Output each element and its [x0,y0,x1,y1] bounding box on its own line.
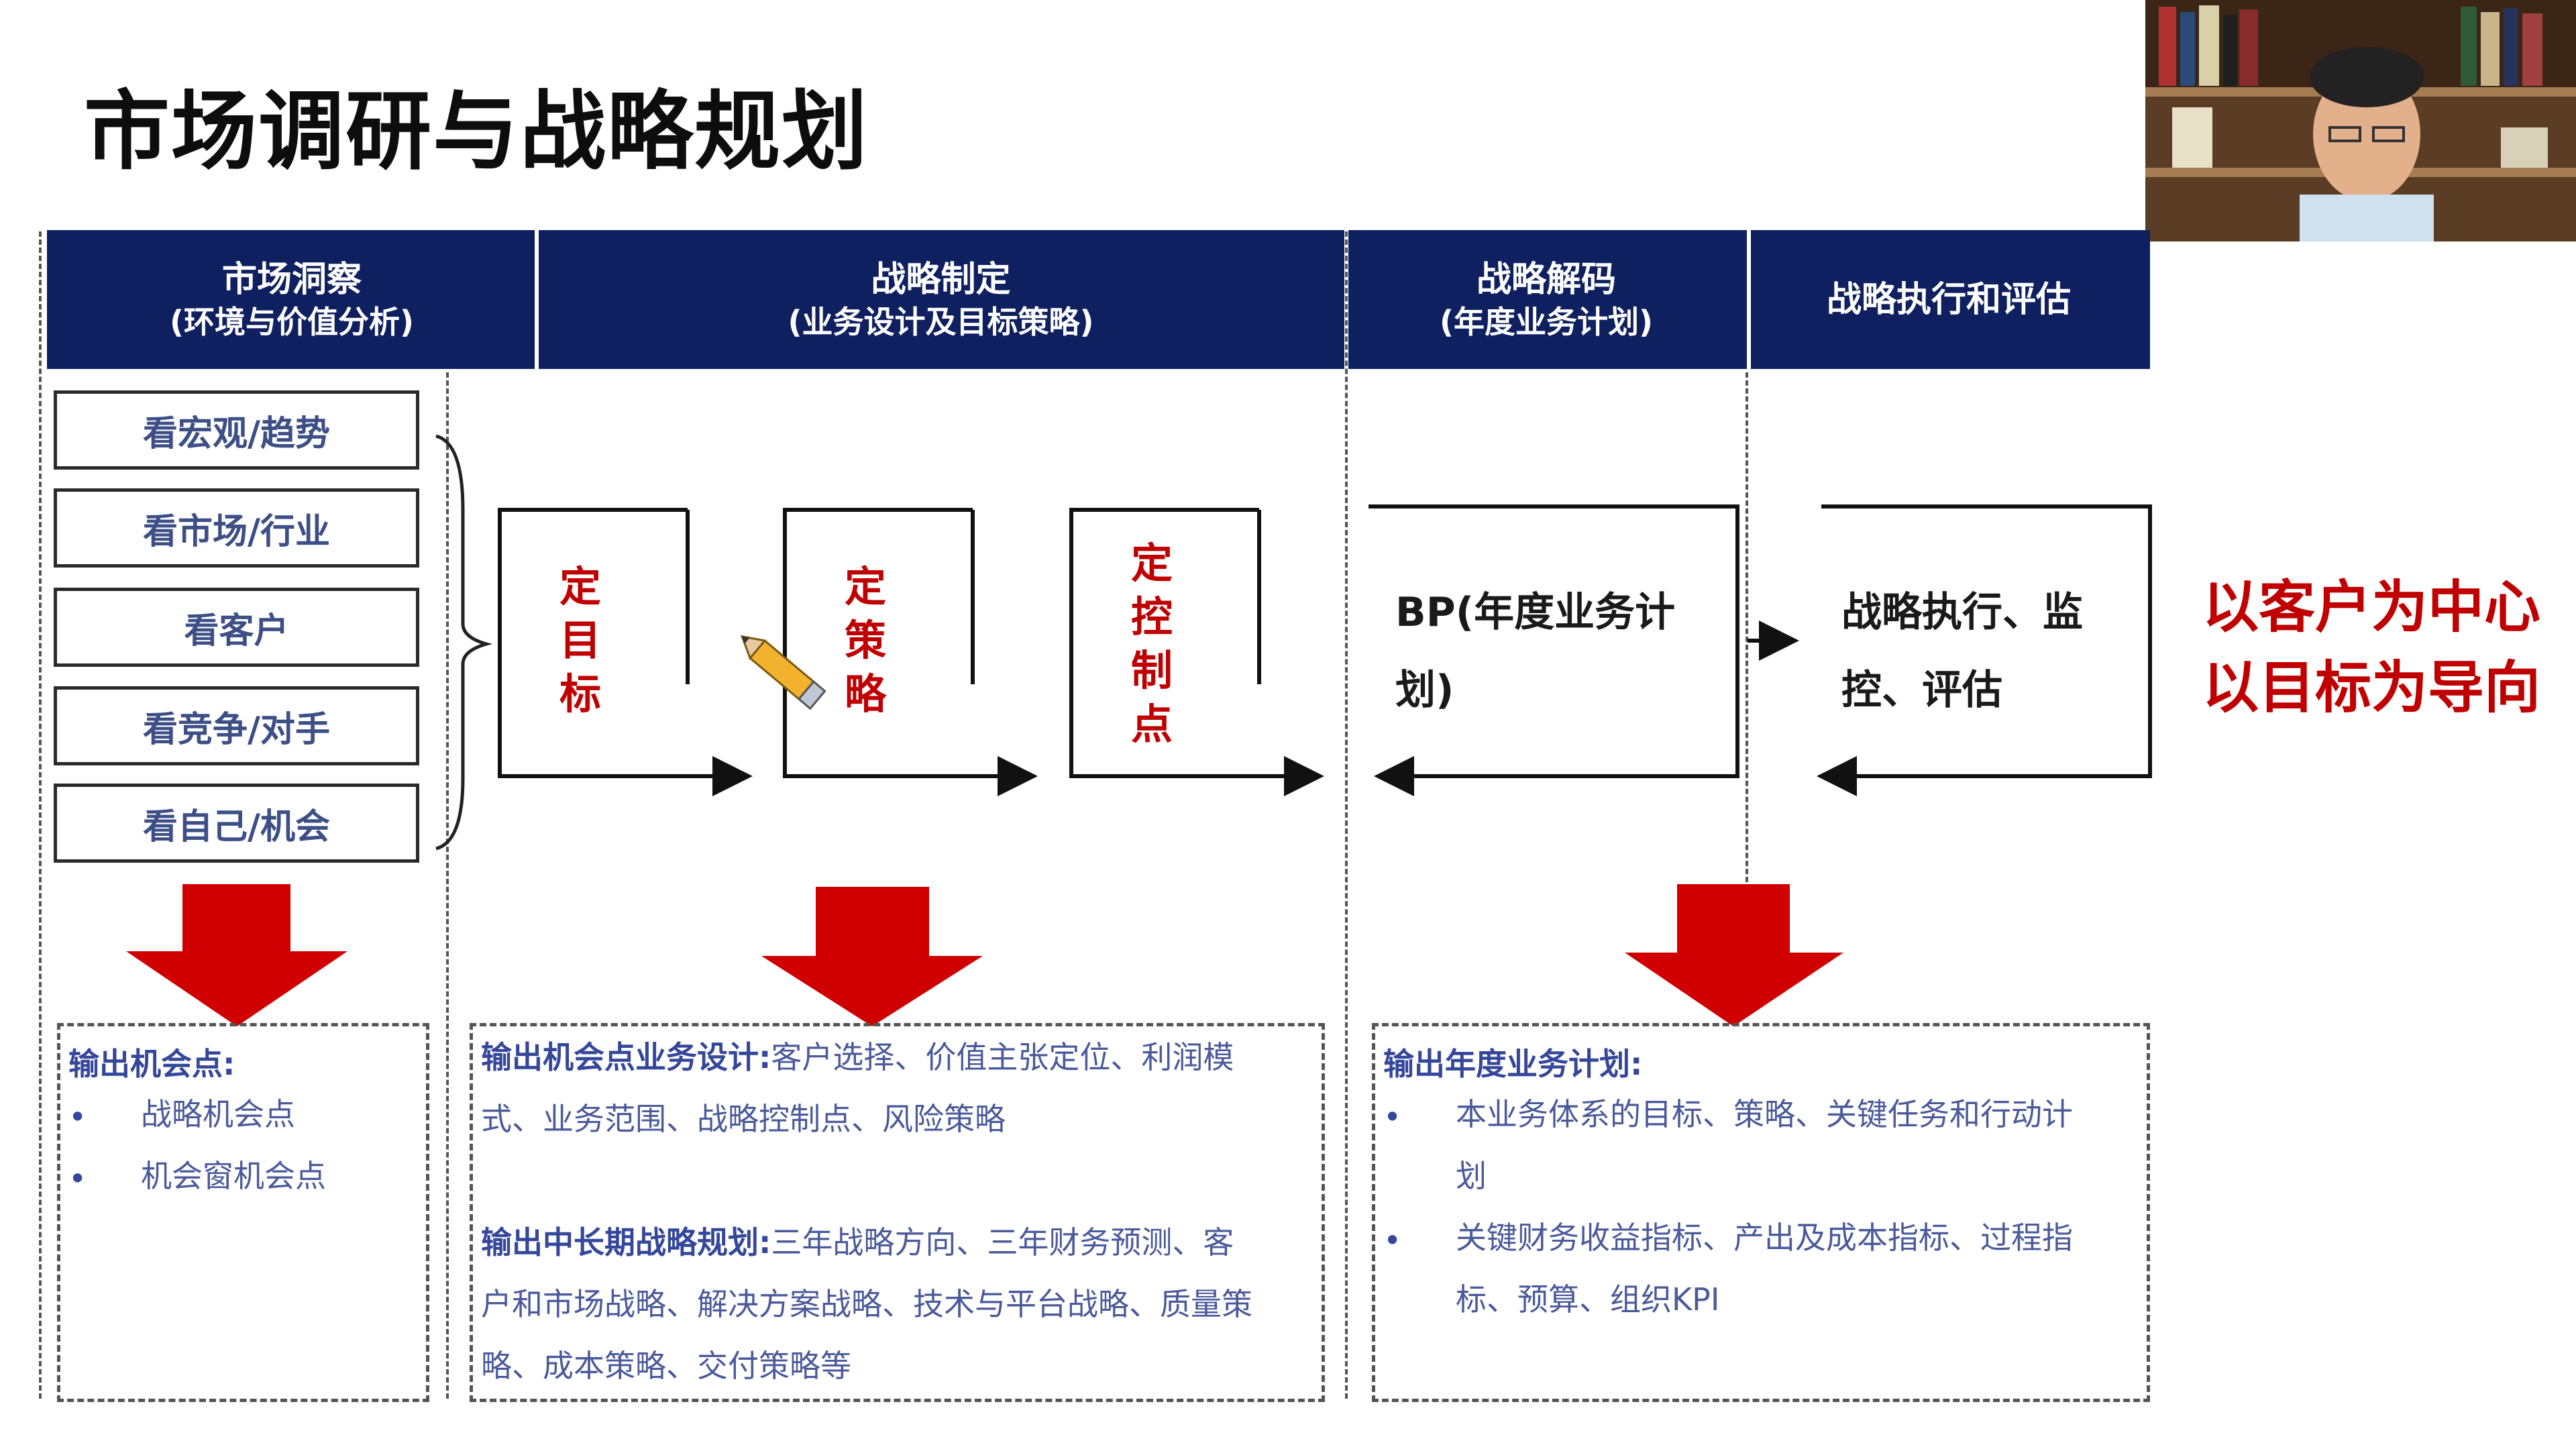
output-annual-plan-item1-line1: 本业务体系的目标、策略、关键任务和行动计 [1456,1096,2073,1132]
slide-title: 市场调研与战略规划 [84,82,869,182]
output-box-opportunities: 输出机会点: • 战略机会点 • 机会窗机会点 [57,1023,429,1402]
column-divider [39,231,42,1399]
execution-line2: 控、评估 [1841,667,2002,714]
output-business-design-line2: 式、业务范围、战略控制点、风险策略 [481,1101,1006,1137]
output-long-term-plan-line2: 户和市场战略、解决方案战略、技术与平台战略、质量策 [481,1286,1252,1322]
insight-item-market-industry: 看市场/行业 [54,488,419,568]
output-business-design-line1: 输出机会点业务设计:客户选择、价值主张定位、利润模 [481,1026,1234,1088]
output-annual-plan-item1-line2: 划 [1456,1158,1487,1194]
step-set-strategy: 定策略 [844,562,886,718]
output-opportunities-heading: 输出机会点: [68,1046,235,1082]
pencil-icon [740,635,826,710]
bp-line2: 划) [1395,667,1454,714]
output-long-term-plan-heading: 输出中长期战略规划: [481,1224,771,1260]
output-annual-plan-heading: 输出年度业务计划: [1383,1046,1643,1082]
step-set-control-points: 定控制点 [1130,539,1173,749]
slogan: 以客户为中心 以目标为导向 [2202,567,2540,728]
output-annual-plan-item2-line2: 标、预算、组织KPI [1456,1281,1720,1318]
bullet-dot: • [68,1161,87,1197]
header-strategy-decoding: 战略解码 (年度业务计划) [1345,230,1748,369]
insight-item-customer: 看客户 [54,588,419,667]
execution-monitor-evaluate: 战略执行、监 控、评估 [1841,574,2083,729]
step-set-goals: 定目标 [559,562,601,718]
header-market-insight-title: 市场洞察 [221,259,362,300]
output-long-term-plan-line3: 略、成本策略、交付策略等 [481,1348,851,1384]
presenter-video [2145,0,2576,241]
execution-line1: 战略执行、监 [1841,589,2083,636]
output-long-term-plan-line1: 输出中长期战略规划:三年战略方向、三年财务预测、客 [481,1212,1234,1273]
column-divider [446,372,449,1399]
bullet-dot: • [1383,1222,1402,1258]
output-long-term-plan-text: 三年战略方向、三年财务预测、客 [771,1224,1234,1260]
header-divider [1747,230,1751,369]
slogan-line1: 以客户为中心 [2202,574,2541,640]
slogan-line2: 以目标为导向 [2202,655,2541,720]
header-strategy-formulation: 战略制定 (业务设计及目标策略) [537,230,1345,369]
column-divider [1345,231,1348,1399]
bp-line1: BP(年度业务计 [1395,589,1676,636]
header-strategy-execution-title: 战略执行和评估 [1826,279,2071,320]
insight-item-self-opportunity: 看自己/机会 [54,784,419,863]
column-divider [1746,372,1748,882]
header-market-insight: 市场洞察 (环境与价值分析) [47,230,537,369]
output-opportunity-item: 战略机会点 [141,1096,295,1132]
down-arrow-icon [126,884,347,1026]
output-business-design-text: 客户选择、价值主张定位、利润模 [771,1039,1234,1075]
header-market-insight-subtitle: (环境与价值分析) [169,303,415,340]
header-strategy-decoding-title: 战略解码 [1476,259,1616,300]
insight-item-competitor: 看竞争/对手 [54,686,419,765]
output-business-design-heading: 输出机会点业务设计: [481,1039,771,1075]
header-strategy-formulation-title: 战略制定 [871,259,1011,300]
down-arrow-icon [1625,884,1843,1026]
insight-item-macro-trend: 看宏观/趋势 [54,390,419,470]
header-strategy-execution: 战略执行和评估 [1748,230,2150,369]
bullet-dot: • [68,1099,87,1135]
output-box-business-design: 输出机会点业务设计:客户选择、价值主张定位、利润模 式、业务范围、战略控制点、风… [470,1023,1325,1402]
grouping-bracket [435,434,493,851]
output-opportunity-item: 机会窗机会点 [141,1158,326,1194]
output-annual-plan-item2-line1: 关键财务收益指标、产出及成本指标、过程指 [1456,1220,2073,1256]
header-strategy-decoding-subtitle: (年度业务计划) [1439,303,1654,340]
header-divider [535,230,539,369]
down-arrow-icon [761,887,983,1026]
header-strategy-formulation-subtitle: (业务设计及目标策略) [788,303,1094,340]
bullet-dot: • [1383,1099,1402,1135]
output-box-annual-plan: 输出年度业务计划: • 本业务体系的目标、策略、关键任务和行动计 划 • 关键财… [1372,1023,2150,1402]
bp-annual-plan: BP(年度业务计 划) [1395,574,1675,729]
